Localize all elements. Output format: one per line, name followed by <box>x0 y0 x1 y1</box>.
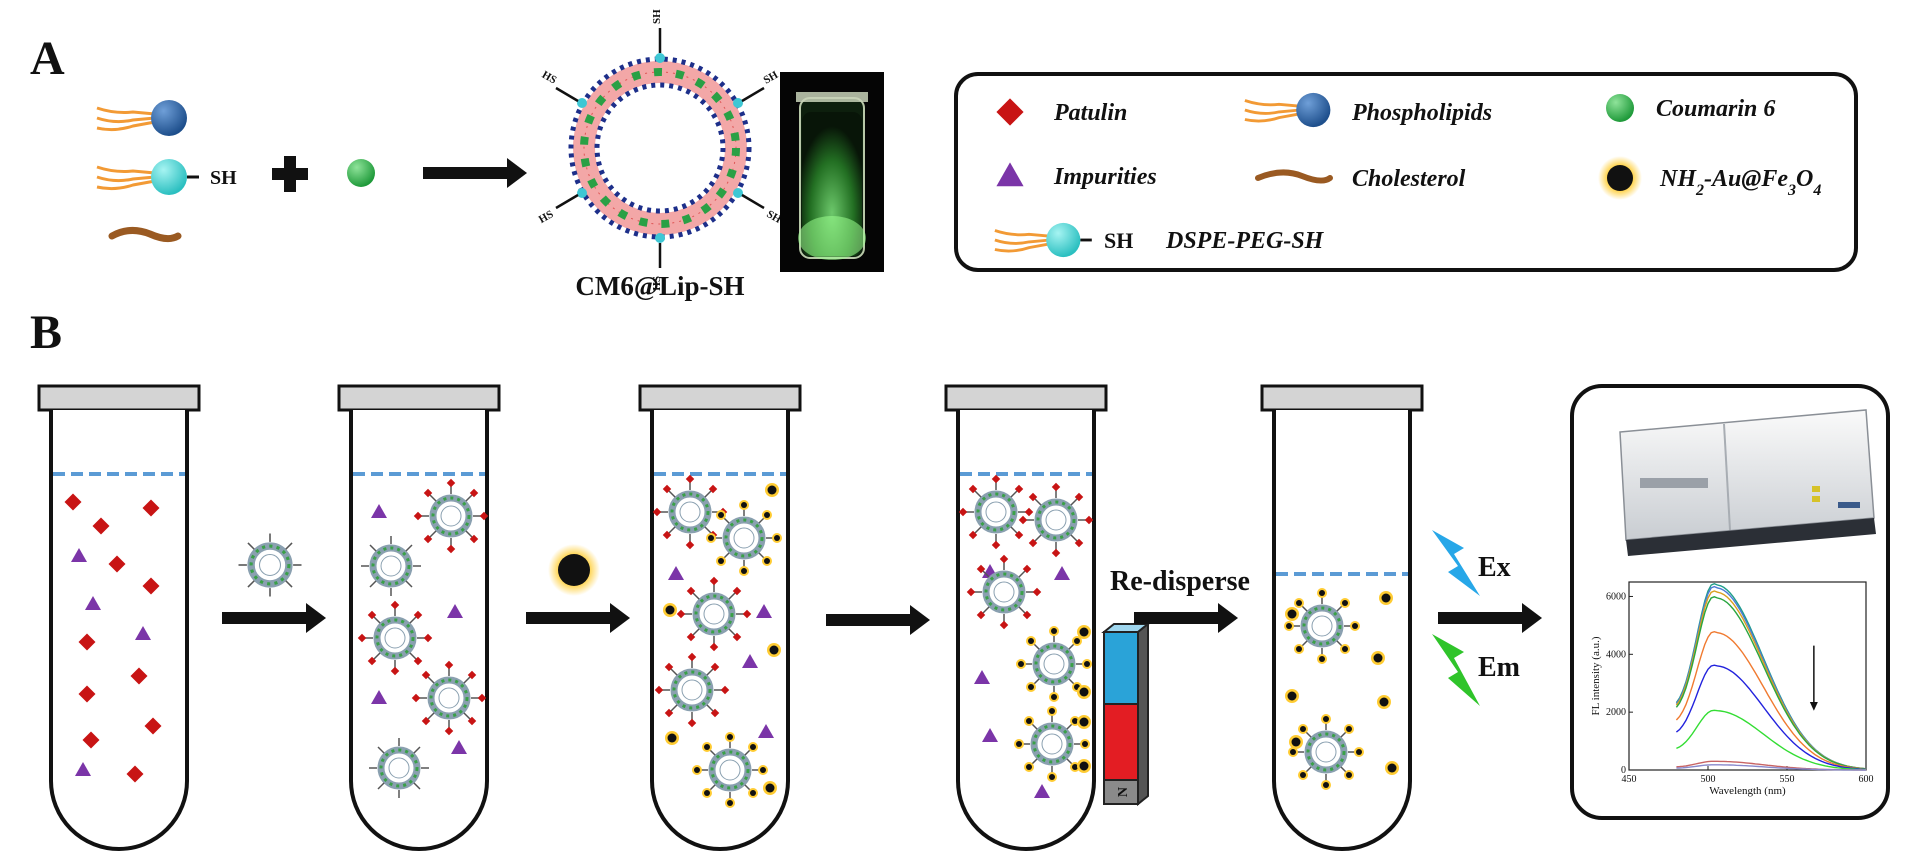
reactant-phospholipid <box>95 98 189 138</box>
legend-nanoparticle-icon <box>1598 156 1642 200</box>
spectrum-line-5 <box>1675 630 1867 770</box>
plus-sign <box>272 156 308 192</box>
thiol-label-top: SH <box>651 9 663 24</box>
spectrometer-photo <box>1619 409 1876 556</box>
x-tick-label: 600 <box>1859 774 1874 785</box>
thiol-label-bottom: HS <box>651 276 663 291</box>
tube-2 <box>337 384 501 851</box>
step-1-arrow <box>222 534 326 633</box>
step-final-arrow <box>1438 603 1542 633</box>
tube-5 <box>1260 384 1424 851</box>
x-tick-label: 500 <box>1701 774 1716 785</box>
fluorescent-vial-photo <box>780 72 884 272</box>
emission-icon: Em <box>1432 634 1520 706</box>
panel-a-arrow <box>423 158 527 188</box>
redisperse-step: Re-disperse <box>1110 566 1250 633</box>
legend-cholesterol-label: Cholesterol <box>1352 166 1466 192</box>
tube-3 <box>638 384 802 851</box>
tube-1 <box>37 384 201 851</box>
y-axis-label: FL intensity (a.u.) <box>1590 636 1602 715</box>
spectrum-line-7 <box>1676 709 1867 771</box>
panel-a-label: A <box>30 32 65 85</box>
x-axis-label: Wavelength (nm) <box>1709 785 1786 797</box>
y-tick-label: 0 <box>1621 765 1626 776</box>
legend-patulin-label: Patulin <box>1053 100 1127 126</box>
ex-label: Ex <box>1478 552 1511 583</box>
x-tick-label: 450 <box>1622 774 1637 785</box>
legend-dspe-sh: SH <box>1104 228 1133 253</box>
spectrum-line-9 <box>1676 764 1866 771</box>
panel-b-label: B <box>30 306 62 359</box>
cm6-liposome-diagram: SH HS SH HS SH HS <box>537 9 784 291</box>
redisperse-label: Re-disperse <box>1110 566 1250 597</box>
legend-dspe-label: DSPE-PEG-SH <box>1165 228 1325 254</box>
legend-phospholipid-label: Phospholipids <box>1351 100 1492 126</box>
reactant-coumarin-6 <box>347 159 375 187</box>
liposome-name: CM6@Lip-SH <box>575 271 744 301</box>
magnet-pole-label: N <box>1116 787 1131 797</box>
thiol-label-tr: SH <box>762 69 781 87</box>
em-label: Em <box>1478 652 1520 683</box>
excitation-icon: Ex <box>1432 530 1511 596</box>
legend-cholesterol-icon <box>1255 169 1333 184</box>
reactant-sh-label: SH <box>210 167 237 189</box>
x-tick-label: 550 <box>1780 774 1795 785</box>
trend-arrow-head <box>1809 702 1818 711</box>
reactant-dspe-peg-sh: SH <box>95 157 237 197</box>
step-3-arrow <box>826 605 930 635</box>
chart-plot-area <box>1628 581 1867 771</box>
spectrum-line-4 <box>1675 596 1867 770</box>
legend-box: Patulin Phospholipids Coumarin 6 Impurit… <box>954 72 1858 272</box>
tube-4 <box>944 384 1108 851</box>
reactant-cholesterol <box>108 227 182 243</box>
legend-coumarin-icon <box>1606 94 1634 122</box>
step-2-arrow <box>526 544 630 633</box>
thiol-label-tl: HS <box>540 69 559 87</box>
spectrum-line-6 <box>1675 664 1867 770</box>
magnet: N <box>1101 621 1151 807</box>
legend-coumarin-label: Coumarin 6 <box>1656 96 1775 122</box>
y-tick-label: 2000 <box>1606 707 1626 718</box>
y-tick-label: 4000 <box>1606 649 1626 660</box>
legend-impurities-label: Impurities <box>1053 164 1157 190</box>
thiol-label-bl: HS <box>537 208 556 226</box>
y-tick-label: 6000 <box>1606 591 1626 602</box>
